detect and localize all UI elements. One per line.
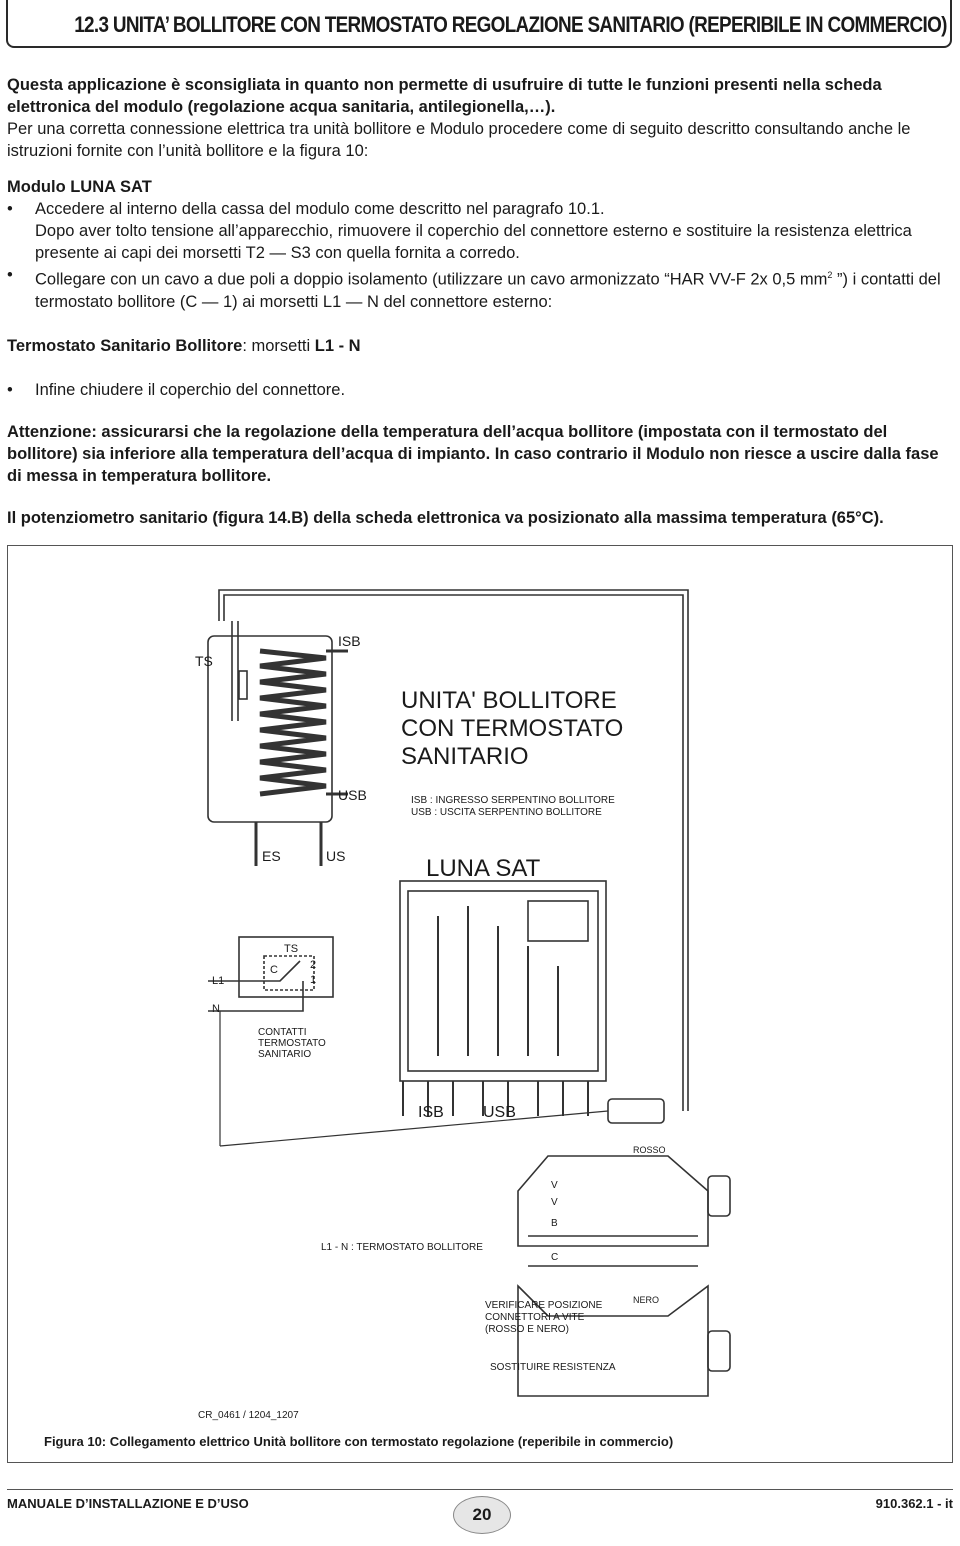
label-es: ES <box>262 848 281 864</box>
ts-probe <box>231 621 239 721</box>
switch-2: 2 <box>310 959 316 971</box>
black-connector <box>707 1330 731 1372</box>
footer-doc-code: 910.362.1 - it <box>875 1496 953 1511</box>
bottom-isb: ISB <box>418 1104 444 1121</box>
label-nero: NERO <box>633 1295 659 1305</box>
verify-1: VERIFICARE POSIZIONE <box>485 1300 603 1311</box>
intro-text: Per una corretta connessione elettrica t… <box>7 120 911 160</box>
legend-usb: USB : USCITA SERPENTINO BOLLITORE <box>411 807 602 818</box>
junction-box <box>607 1098 665 1124</box>
wiring-diagram: TS ISB USB ES US UNITA' BOLLITORE CON TE… <box>195 589 731 1421</box>
thermostat-sep: : morsetti <box>242 336 315 355</box>
label-isb: ISB <box>338 633 361 649</box>
superscript: 2 <box>827 270 833 280</box>
contacts-3: SANITARIO <box>258 1049 311 1060</box>
bullet-item: • Infine chiudere il coperchio del conne… <box>7 379 953 401</box>
term-v2: V <box>551 1197 558 1208</box>
verify-3: (ROSSO E NERO) <box>485 1324 569 1335</box>
contacts-1: CONTATTI <box>258 1027 307 1038</box>
red-connector <box>707 1175 731 1217</box>
cable-loop <box>223 594 684 1111</box>
content: Questa applicazione è sconsigliata in qu… <box>7 74 953 529</box>
label-ts: TS <box>195 653 213 669</box>
terminal-block-bottom <box>517 1284 709 1397</box>
bullet-item: • Collegare con un cavo a due poli a dop… <box>7 264 953 313</box>
bullet-text: Collegare con un cavo a due poli a doppi… <box>35 270 828 289</box>
bullet-text: Accedere al interno della cassa del modu… <box>35 200 605 218</box>
figure-title-2: CON TERMOSTATO <box>401 715 623 742</box>
term-b: B <box>551 1218 558 1229</box>
switch-ts: TS <box>284 943 298 955</box>
bullet-text: Infine chiudere il coperchio del connett… <box>35 380 346 399</box>
cable-loop <box>218 589 689 1111</box>
bullet-text-cont: ”) i contatti del termostato bollitore (… <box>35 270 941 311</box>
figure-caption: Figura 10: Collegamento elettrico Unità … <box>44 1434 674 1449</box>
bullet-icon: • <box>7 380 13 399</box>
luna-sat-unit <box>399 880 607 1082</box>
term-v1: V <box>551 1180 558 1191</box>
contacts-2: TERMOSTATO <box>258 1038 326 1049</box>
thermostat-line: Termostato Sanitario Bollitore: morsetti… <box>7 335 953 357</box>
bullet-item: • Accedere al interno della cassa del mo… <box>7 198 953 220</box>
footer-manual-title: MANUALE D’INSTALLAZIONE E D’USO <box>7 1496 249 1511</box>
label-usb: USB <box>338 787 367 803</box>
replace-note: SOSTITUIRE RESISTENZA <box>490 1362 616 1373</box>
warning-intro: Questa applicazione è sconsigliata in qu… <box>7 76 882 116</box>
switch-wiring <box>208 960 304 1012</box>
boiler-tank <box>207 635 333 823</box>
section-header-box: 12.3 UNITA’ BOLLITORE CON TERMOSTATO REG… <box>6 0 952 48</box>
legend-isb: ISB : INGRESSO SERPENTINO BOLLITORE <box>411 795 615 806</box>
switch-box <box>238 936 334 998</box>
l1n-note: L1 - N : TERMOSTATO BOLLITORE <box>321 1242 483 1253</box>
thermostat-terminals: L1 - N <box>314 336 361 355</box>
switch-n: N <box>212 1003 220 1015</box>
paragraph-power-off: Dopo aver tolto tensione all’apparecchio… <box>35 222 912 262</box>
bullet-icon: • <box>7 266 13 284</box>
coil <box>259 648 327 797</box>
page-number: 20 <box>453 1496 511 1534</box>
ts-probe-bulb <box>238 670 248 700</box>
thermostat-label: Termostato Sanitario Bollitore <box>7 336 243 355</box>
switch-inner <box>263 955 315 991</box>
pump-head <box>527 900 589 942</box>
term-c: C <box>551 1252 558 1263</box>
terminal-block-top <box>517 1155 709 1247</box>
figure-10: TS ISB USB ES US UNITA' BOLLITORE CON TE… <box>7 545 953 1463</box>
section-title: 12.3 UNITA’ BOLLITORE CON TERMOSTATO REG… <box>74 12 947 37</box>
drawing-code: CR_0461 / 1204_1207 <box>198 1410 299 1421</box>
label-rosso: ROSSO <box>633 1145 666 1155</box>
switch-l1: L1 <box>212 975 224 987</box>
footer-divider <box>7 1489 953 1490</box>
label-us: US <box>326 848 345 864</box>
verify-2: CONNETTORI A VITE <box>485 1312 585 1323</box>
module-heading: Modulo LUNA SAT <box>7 178 152 196</box>
figure-title-3: SANITARIO <box>401 743 529 770</box>
potentiometer-text: Il potenziometro sanitario (figura 14.B)… <box>7 508 884 527</box>
switch-1: 1 <box>310 974 316 986</box>
switch-c: C <box>270 964 278 976</box>
bullet-icon: • <box>7 200 13 218</box>
bottom-usb: USB <box>483 1104 516 1121</box>
attention-text: Attenzione: assicurarsi che la regolazio… <box>7 422 939 485</box>
figure-title-1: UNITA' BOLLITORE <box>401 687 617 714</box>
luna-sat-label: LUNA SAT <box>426 855 541 882</box>
